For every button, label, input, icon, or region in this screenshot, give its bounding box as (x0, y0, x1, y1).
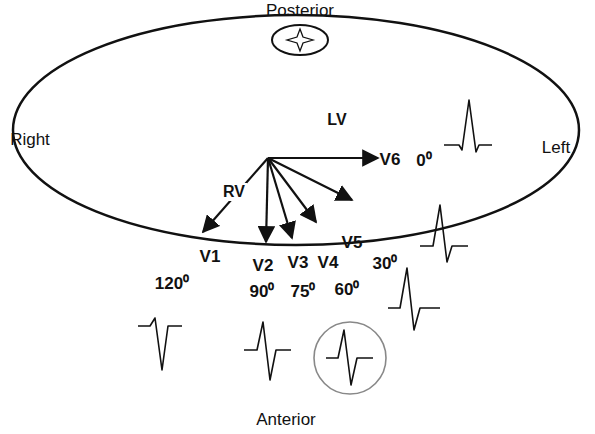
ventricle-label: LV (325, 111, 348, 129)
v5-complex (420, 205, 468, 262)
v2-complex (244, 322, 291, 380)
angle-label: 75⁰ (291, 283, 316, 302)
angle-label: 90⁰ (250, 283, 275, 302)
v1-complex (138, 318, 182, 370)
angle-label: 30⁰ (373, 255, 398, 274)
v5-vector (268, 158, 352, 200)
v3-vector (268, 158, 292, 238)
thorax-outline (13, 15, 579, 245)
v6-complex (444, 100, 492, 152)
ventricle-ring: LV (287, 82, 379, 174)
v3-complex (326, 330, 373, 385)
spinal-canal-star (287, 29, 313, 51)
lead-name: V2 (253, 257, 274, 276)
angle-label: 120⁰ (155, 275, 189, 294)
lead-name: V4 (318, 254, 339, 273)
highlight-circle (314, 322, 386, 394)
angle-label: 60⁰ (335, 281, 360, 300)
vertebra (272, 25, 328, 55)
direction-label: Posterior (266, 2, 334, 21)
v6-vector (268, 157, 378, 159)
lead-name: V3 (288, 254, 309, 273)
ecg-complexes (138, 100, 492, 385)
v4-vector (268, 158, 316, 222)
v4-complex (388, 268, 440, 330)
direction-label: Left (542, 139, 570, 158)
lead-name: V1 (200, 248, 221, 267)
lead-name: V6 (380, 151, 401, 170)
v1-vector (203, 158, 268, 232)
ventricle-label: RV (221, 183, 247, 201)
lead-vectors (203, 158, 378, 242)
angle-label: 0⁰ (416, 152, 431, 171)
lead-name: V5 (342, 234, 363, 253)
direction-label: Right (10, 131, 50, 150)
direction-label: Anterior (256, 411, 316, 430)
v2-vector (266, 158, 268, 242)
ventricle-ring: RV (230, 150, 310, 230)
